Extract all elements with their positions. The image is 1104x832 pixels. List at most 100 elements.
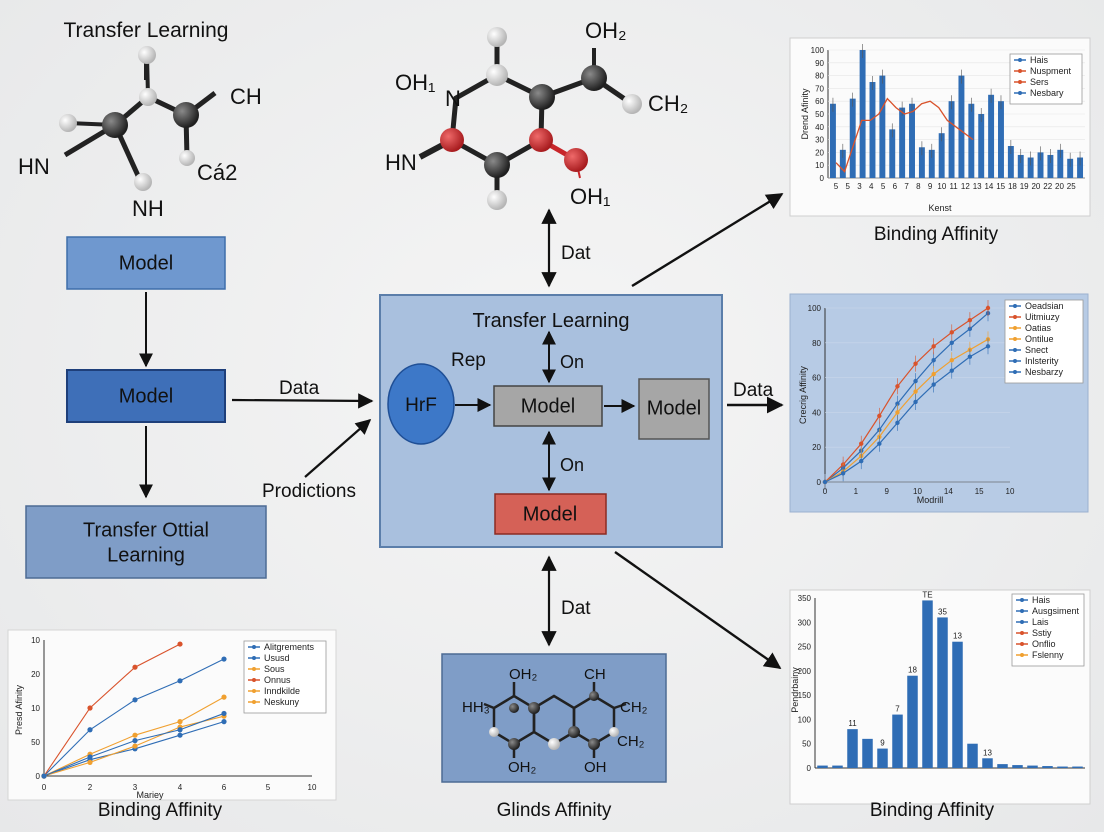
c0-y-tick: 70 [815,84,824,93]
c0-bar [849,98,856,178]
c0-trend-line [835,97,974,173]
on-top-label: On [560,352,584,372]
c3-point [177,727,183,733]
c1-legend-label: Oatias [1025,323,1052,333]
c0-y-tick: 80 [815,72,824,81]
c0-legend-marker [1018,58,1022,62]
c3-point [87,754,93,760]
chart-top-right-caption: Binding Affinity [874,224,999,245]
bm-ch2-right: CH₂ [617,733,645,750]
c2-bar [1042,766,1053,768]
c3-legend-marker [252,656,256,660]
c1-legend-label: Inlsterity [1025,356,1059,366]
c2-value-label: 7 [895,705,900,714]
model-right-box[interactable] [638,378,710,440]
c3-legend-label: Alitgrements [264,642,315,652]
transfer-learning-box-line1: Transfer Ottial [83,519,209,541]
c1-legend-label: Oeadsian [1025,301,1064,311]
bm-oh: OH [584,759,607,776]
label-data-left: Data [279,378,320,399]
model-main-label: Model [521,395,575,417]
c0-x-tick: 18 [1008,182,1017,191]
c2-value-label: 9 [880,739,885,748]
c2-bar [877,748,888,768]
c3-x-tick: 6 [222,783,227,792]
model-right-label: Model [647,397,701,419]
model-box-1[interactable] [66,236,226,290]
c2-legend-marker [1020,631,1024,635]
c1-legend-label: Uitmiuzy [1025,312,1060,322]
c2-value-label: 35 [938,607,947,616]
c2-bar [907,675,918,768]
c1-legend-marker [1013,326,1017,330]
c0-x-tick: 22 [1043,182,1052,191]
left-mol-c2: Cá2 [197,160,237,185]
model-main-box[interactable] [493,385,603,427]
chart-bottom-right: 050100150200250300350119718TE351313Pendr… [790,590,1085,773]
c3-point [87,759,93,766]
c2-y-tick: 200 [798,667,812,676]
c2-bar [982,758,993,768]
arrow-to-top-chart [631,192,784,288]
c0-x-tick: 13 [973,182,982,191]
c0-bar [869,82,876,178]
c3-point [221,710,227,717]
c0-x-tick: 3 [857,182,862,191]
c2-bar [967,743,978,768]
bm-oh2-bottom: OH₂ [508,759,537,776]
c3-x-tick: 10 [308,783,317,792]
c0-legend-marker [1018,91,1022,95]
c2-bar [997,764,1008,768]
c0-y-tick: 20 [815,148,824,157]
top-mol-n: N [445,86,461,111]
c2-y-label: Pendrbainy [790,667,800,713]
c3-legend-marker [252,700,256,704]
c0-y-tick: 50 [815,110,824,119]
c0-x-tick: 8 [916,182,921,191]
c2-bar [1027,765,1038,768]
bottom-molecule-box [441,653,667,783]
c0-y-tick: 90 [815,59,824,68]
c3-point [221,656,227,662]
c0-legend-label: Nuspment [1030,66,1072,76]
c1-legend-marker [1013,348,1017,352]
c1-legend-label: Ontilue [1025,334,1054,344]
c0-x-tick: 15 [996,182,1005,191]
c1-series-line [824,312,989,483]
c3-point [177,732,183,738]
c3-x-tick: 3 [133,783,138,792]
top-mol-oh1-right: OH₁ [570,184,610,209]
c2-value-label: TE [922,590,932,599]
c3-x-tick: 5 [266,783,271,792]
c0-legend-label: Nesbary [1030,88,1064,98]
transfer-learning-box-line2: Learning [107,544,185,566]
model-box-1-label: Model [119,252,173,274]
top-mol-ch2: CH₂ [648,91,688,116]
model-bottom-box[interactable] [494,493,607,535]
c0-x-tick: 20 [1055,182,1064,191]
c3-legend-marker [252,667,256,671]
c0-bar [938,133,945,178]
c1-legend-marker [1013,304,1017,308]
c0-x-tick: 10 [937,182,946,191]
hrf-node[interactable] [387,363,455,445]
model-box-2-label: Model [119,385,173,407]
bottom-molecule-caption: Glinds Affinity [497,800,612,821]
c2-legend-label: Hais [1032,595,1051,605]
c3-point [221,719,227,725]
transfer-learning-box[interactable] [25,505,267,579]
c1-series-line [824,307,989,483]
c0-y-tick: 60 [815,97,824,106]
c2-bar [1012,765,1023,768]
center-panel-title: Transfer Learning [472,310,629,332]
arrow-data-left [231,393,374,409]
c1-x-tick: 1 [854,487,859,496]
c0-y-tick: 30 [815,136,824,145]
c0-x-tick: 11 [949,182,958,191]
c2-y-tick: 50 [802,740,811,749]
model-box-2[interactable] [66,369,226,423]
bm-ch2: CH₂ [620,699,648,716]
c1-legend-label: Nesbarzy [1025,367,1064,377]
c1-y-tick: 100 [808,304,822,313]
c2-legend-marker [1020,598,1024,602]
